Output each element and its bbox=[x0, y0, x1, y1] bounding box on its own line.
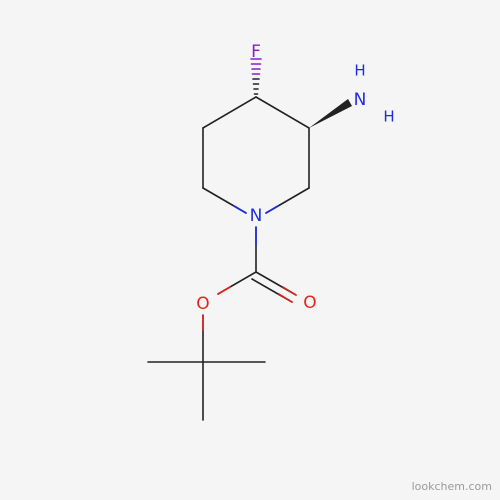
atom-amine-h-top: H bbox=[354, 62, 365, 80]
atom-amine-nitrogen: N bbox=[354, 90, 367, 110]
atom-ring-nitrogen: N bbox=[250, 206, 263, 226]
bond-co-half-a bbox=[282, 286, 297, 296]
atom-ester-oxygen: O bbox=[196, 294, 209, 314]
hashed-wedge-f bbox=[250, 58, 262, 95]
bond-o-half bbox=[217, 286, 231, 295]
solid-wedge-nh2 bbox=[309, 99, 352, 128]
bond-c4-c5 bbox=[202, 96, 257, 129]
bond-n1-half-right bbox=[265, 205, 279, 214]
bond-n1-half-left bbox=[233, 205, 247, 214]
bond-c3-c4 bbox=[255, 96, 310, 129]
bond-co-half-b bbox=[278, 293, 293, 303]
watermark-text: lookchem.com bbox=[412, 480, 492, 493]
atom-carbonyl-oxygen: O bbox=[303, 293, 316, 313]
atom-fluorine: F bbox=[251, 42, 261, 62]
atom-amine-h-bottom: H bbox=[383, 108, 394, 126]
